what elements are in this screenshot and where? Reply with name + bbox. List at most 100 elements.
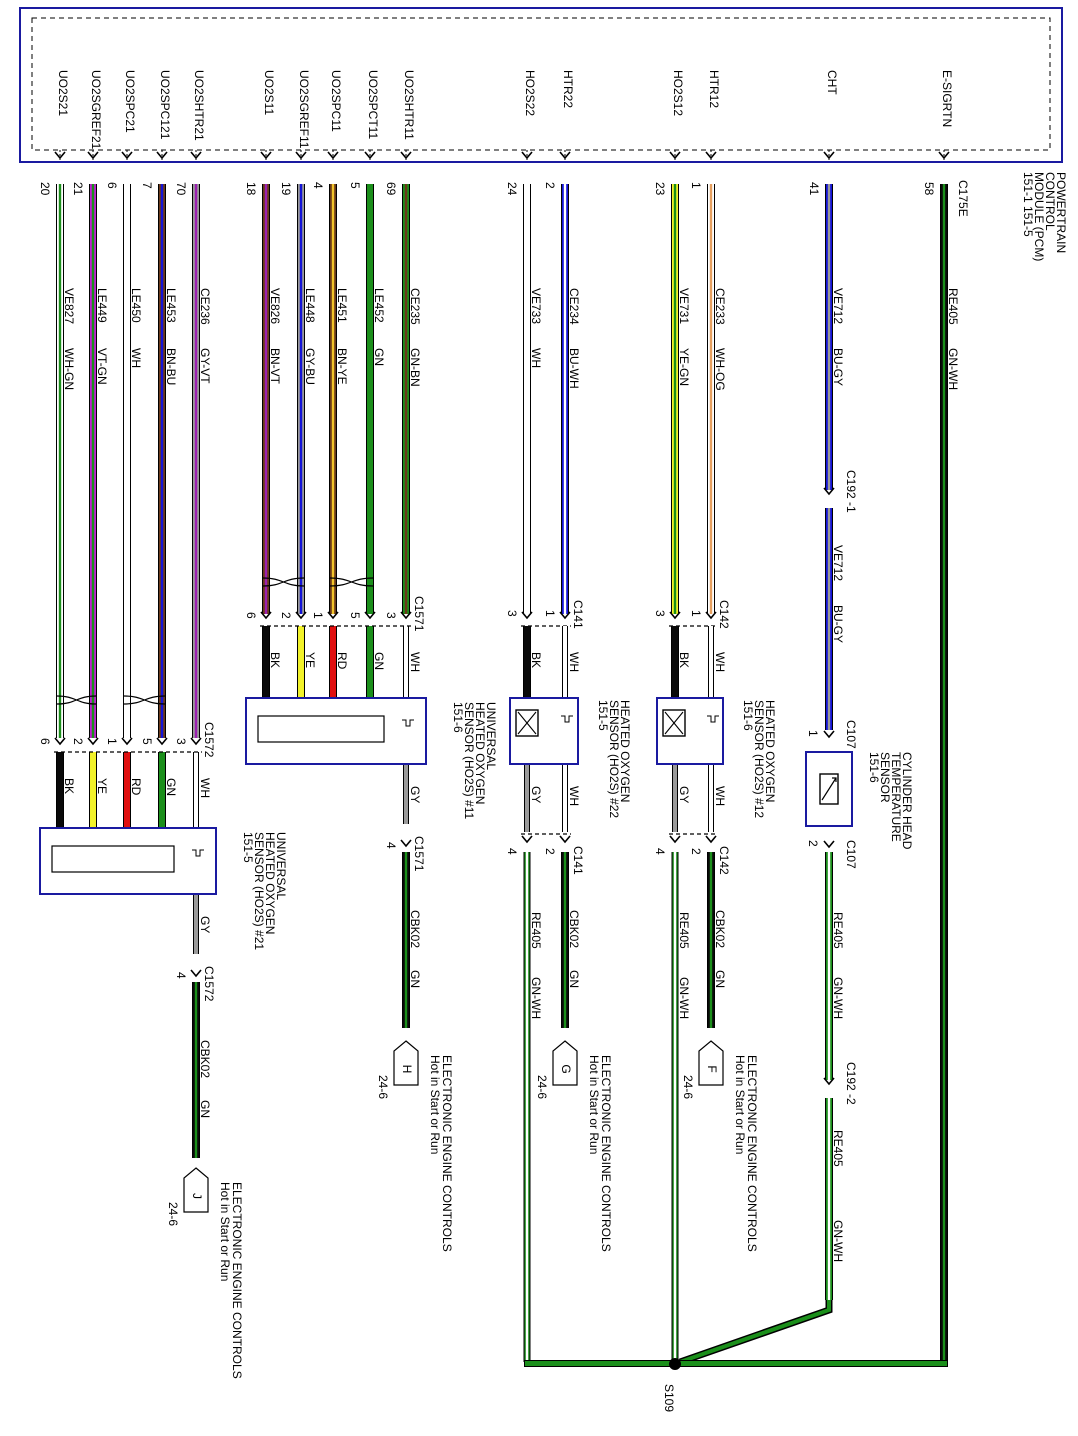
cht-sensor-label: 151-6 xyxy=(867,752,881,783)
wire-uo2spc21 xyxy=(123,184,131,738)
wire-cbk02-F-stripe xyxy=(709,852,713,1028)
pcm-pin-chevron-ho2s22 xyxy=(521,151,533,160)
feed-text-F: Hot in Start or Run xyxy=(733,1055,747,1154)
wire-code-uo2sgref11: LE448 xyxy=(303,288,317,323)
ho2s12-sensor-label: HEATED OXYGEN xyxy=(763,700,777,802)
pcm-pin-number-uo2spc11: 4 xyxy=(311,182,325,189)
pcm-title: CONTROL xyxy=(1043,172,1057,231)
uho2s21-lead-2 xyxy=(123,752,131,828)
feed-connector-H: C1571 xyxy=(412,836,426,872)
cht-pin-bottom: 2 xyxy=(806,840,820,847)
pcm-pin-number-uo2s11: 18 xyxy=(244,182,258,196)
wire-cbk02-F xyxy=(707,852,715,1028)
ho2s22-pin-bottom-1: 2 xyxy=(543,848,557,855)
pcm-pin-label-uo2sgref11: UO2SGREF11 xyxy=(297,70,311,149)
wire-color-uo2shtr21: GY-VT xyxy=(198,348,212,384)
uho2s11-lead-4 xyxy=(403,626,409,698)
wire-color-uo2s21: WH-GN xyxy=(62,348,76,390)
cht-ground-color: GN-WH xyxy=(831,977,845,1019)
pcm-pin-label-uo2s21: UO2S21 xyxy=(56,70,70,116)
feed-pin-J: 4 xyxy=(174,972,188,979)
uho2s11-lead-0 xyxy=(262,626,270,698)
uho2s11-element-block xyxy=(257,715,385,743)
wire-cbk02-G-stripe xyxy=(563,852,567,1028)
ho2s12-pin-top-0: 3 xyxy=(653,610,667,617)
connector-chevron xyxy=(54,737,66,746)
pcm-pin-chevron-uo2sgref11 xyxy=(295,151,307,160)
pcm-pin-label-uo2spc121: UO2SPC121 xyxy=(158,70,172,140)
pcm-pin-label-uo2shtr11: UO2SHTR11 xyxy=(402,70,416,140)
pcm-pin-number-ho2s12: 23 xyxy=(653,182,667,196)
pcm-pin-chevron-uo2shtr11 xyxy=(400,151,412,160)
wire-cbk02-H xyxy=(402,852,410,1028)
connector-chevron xyxy=(400,839,412,848)
connector-chevron xyxy=(190,737,202,746)
ho2s12-connector-bottom: C142 xyxy=(717,846,731,875)
wire-ho2s12-stripe xyxy=(673,184,677,614)
uho2s11-lead-label-1: YE xyxy=(303,652,317,668)
feed-letter-G: G xyxy=(559,1064,573,1073)
wire-code-cht: VE712 xyxy=(831,288,845,324)
wire-ground-ho2s12-stripe xyxy=(673,852,677,1362)
uho2s21-lead-label-3: GN xyxy=(164,778,178,796)
uho2s21-pin-1: 2 xyxy=(71,738,85,745)
wire-uo2s21-stripe xyxy=(58,184,62,738)
connector-chevron xyxy=(295,611,307,620)
wire-code-htr22: CE234 xyxy=(567,288,581,325)
cht-sensor-label: TEMPERATURE xyxy=(889,752,903,842)
pcm-title: POWERTRAIN xyxy=(1054,172,1068,253)
uho2s21-lead-label-1: YE xyxy=(95,778,109,794)
wire-cbk02-G xyxy=(561,852,569,1028)
ho2s22-lead-top-0: BK xyxy=(529,652,543,668)
wires-layer xyxy=(54,150,948,1367)
wire-cht xyxy=(825,184,833,490)
uho2s11-lead-3 xyxy=(366,626,374,698)
ho2s22-lead-wh-base xyxy=(563,626,567,698)
ho2s12-connector-top: C142 xyxy=(717,600,731,629)
ho2s12-lead-wh-base xyxy=(709,626,713,698)
wire-uo2s21 xyxy=(56,184,64,738)
wire-color-uo2s11: BN-VT xyxy=(268,348,282,385)
wire-uo2shtr11 xyxy=(402,184,410,614)
ho2s22-pin-top-1: 1 xyxy=(543,610,557,617)
uho2s21-lead-label-0: BK xyxy=(62,778,76,794)
pcm-pin-number-uo2spct11: 5 xyxy=(348,182,362,189)
twisted-pair-marker xyxy=(56,695,97,705)
wire-uo2spc11-stripe xyxy=(331,184,335,614)
cht-ground-code: RE405 xyxy=(831,912,845,949)
feed-code-G: CBK02 xyxy=(567,910,581,948)
ho2s12-lead-gy-base xyxy=(673,764,677,832)
inline-connector-chevron xyxy=(823,1077,835,1086)
connector-chevron xyxy=(87,737,99,746)
wire-cht-ground-lower-stripe xyxy=(827,1098,831,1300)
feed-code-F: CBK02 xyxy=(713,910,727,948)
uho2s11-out-lead-label: GY xyxy=(408,786,422,803)
ho2s22-lead-top-1: WH xyxy=(567,652,581,672)
ho2s12-pin-top-1: 1 xyxy=(689,610,703,617)
wire-color-htr12: WH-OG xyxy=(713,348,727,391)
wire-ground-ho2s22-stripe xyxy=(525,852,529,1362)
pcm-pin-chevron-uo2spc11 xyxy=(327,151,339,160)
pcm-pin-number-ho2s22: 24 xyxy=(505,182,519,196)
ho2s12-lead-top-0: BK xyxy=(677,652,691,668)
wire-code-uo2shtr11: CE235 xyxy=(408,288,422,325)
feed-color-G: GN xyxy=(567,970,581,988)
wire-color-uo2sgref11: GY-BU xyxy=(303,348,317,385)
connector-chevron xyxy=(669,611,681,620)
uho2s21-lead-4-base xyxy=(194,752,198,828)
ground-color-ho2s12: GN-WH xyxy=(677,977,691,1019)
pcm-pin-chevron-uo2spct11 xyxy=(364,151,376,160)
pcm-pin-label-uo2s11: UO2S11 xyxy=(262,70,276,115)
sensor-connector-chevron xyxy=(823,730,835,739)
wire-cht-ground-upper-stripe xyxy=(827,852,831,1080)
splice-dot xyxy=(669,1358,681,1370)
ho2s12-lead-gy xyxy=(672,764,678,832)
wire-color-uo2spc11: BN-YE xyxy=(335,348,349,385)
wire-code-uo2spct11: LE452 xyxy=(372,288,386,323)
uho2s11-lead-3-base xyxy=(367,626,373,698)
pcm-pin-number-uo2sgref21: 21 xyxy=(71,182,85,196)
ho2s12-lead-bottom-1: WH xyxy=(713,786,727,806)
cht-sensor-label: CYLINDER HEAD xyxy=(900,752,914,850)
pcm-pin-label-uo2spct11: UO2SPCT11 xyxy=(366,70,380,139)
